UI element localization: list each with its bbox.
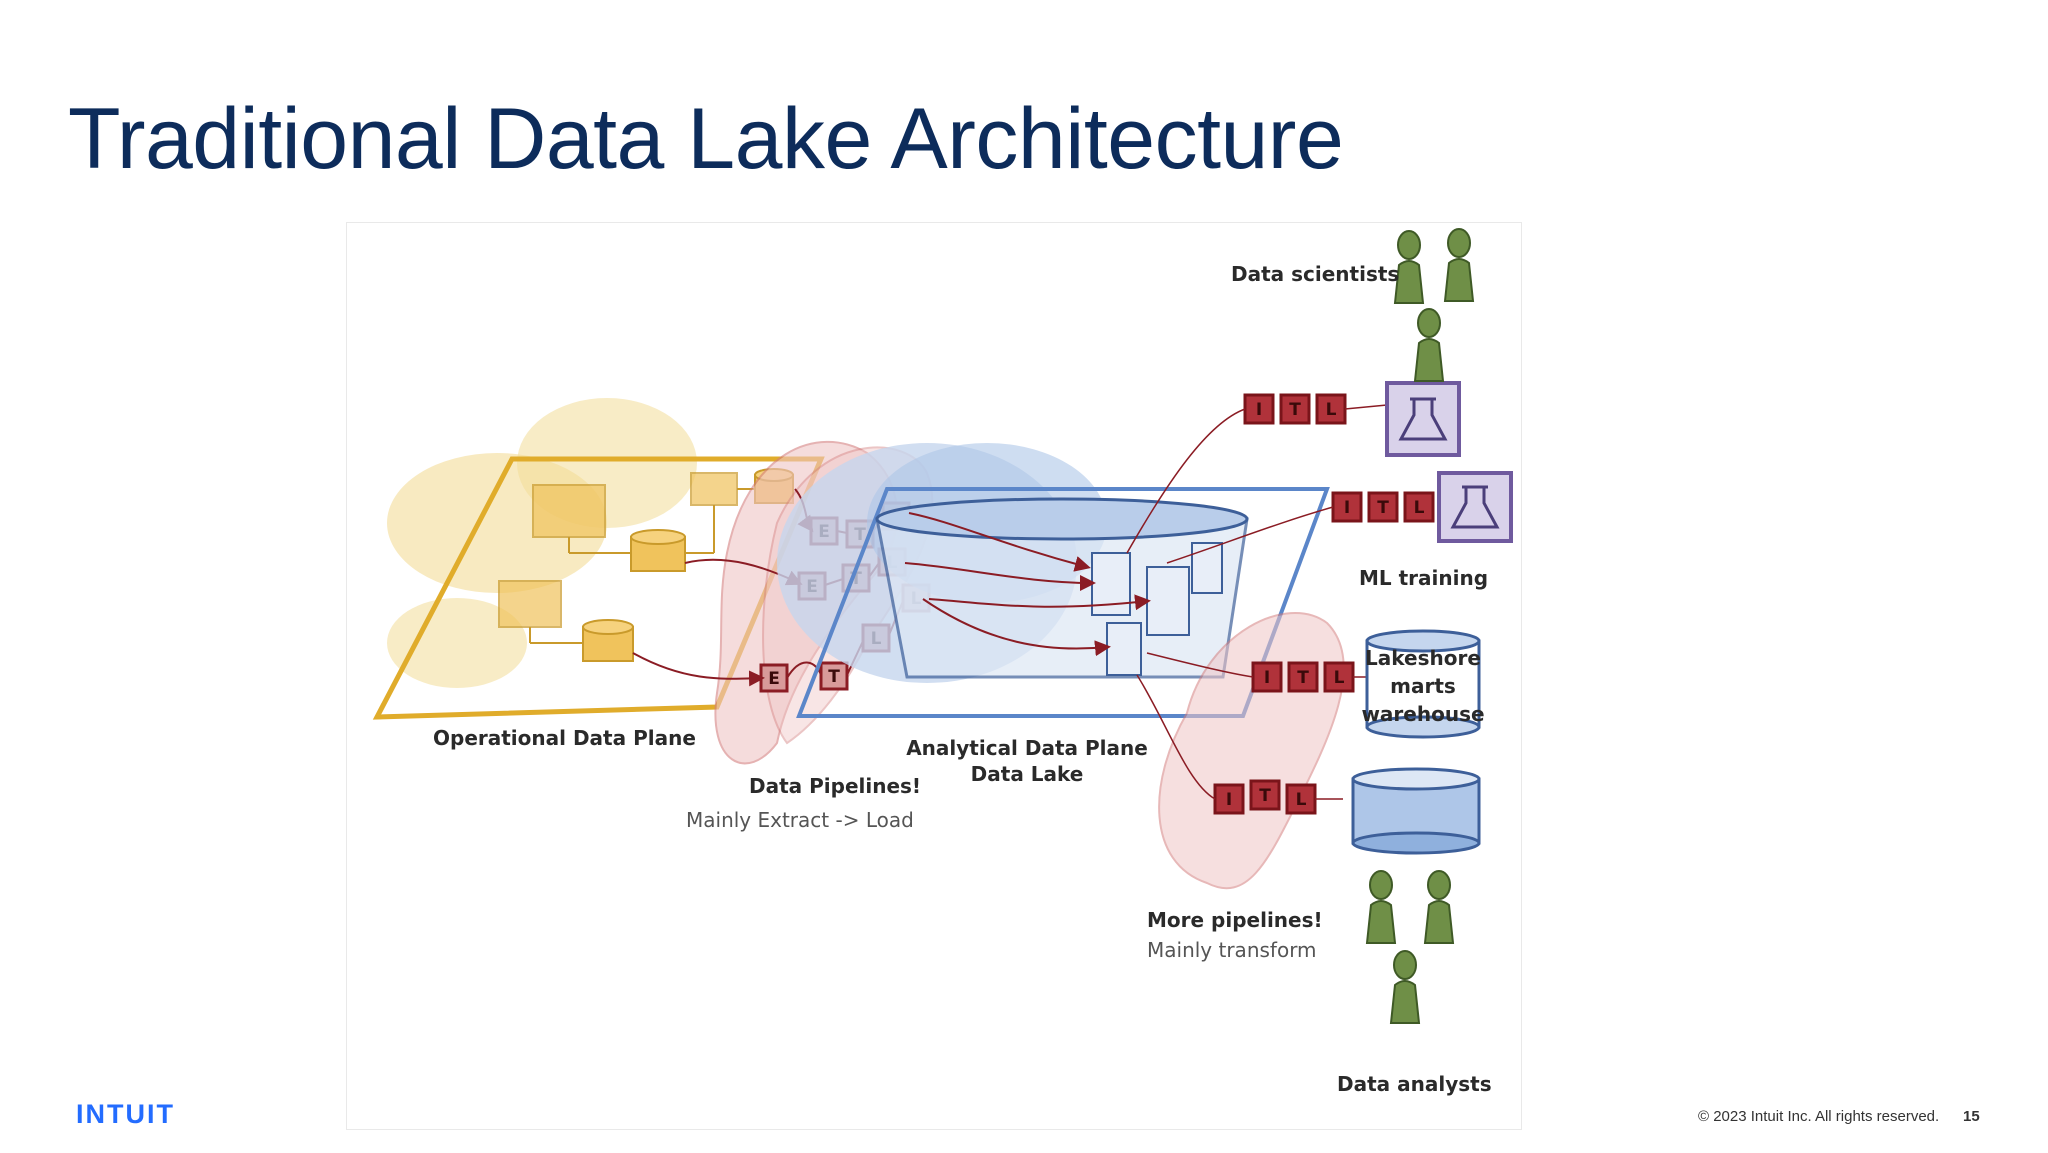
experiment-frame	[1437, 471, 1513, 543]
data-analysts-label: Data analysts	[1337, 1072, 1492, 1096]
itl-row-ds: I T L	[1243, 393, 1347, 425]
load-box	[1285, 783, 1317, 815]
itl-row-analysts: I T L	[1213, 779, 1317, 815]
intuit-logo: INTUIT	[76, 1099, 175, 1129]
transform-box	[1367, 491, 1399, 523]
flow-arrow	[1136, 674, 1216, 800]
transform-letter: T	[1259, 786, 1271, 806]
warehouse-label: warehouse	[1361, 702, 1484, 726]
ingest-letter: I	[1264, 668, 1270, 688]
data-file	[1106, 622, 1142, 676]
operational-plane-label: Operational Data Plane	[433, 726, 696, 750]
flow-arrow	[904, 562, 1096, 591]
ingest-box	[1251, 661, 1283, 693]
ml-experiment-box	[1437, 471, 1513, 543]
slide-title: Traditional Data Lake Architecture	[68, 91, 1344, 187]
pipelines-subtitle: Mainly Extract -> Load	[686, 808, 914, 832]
itl-row-lakeshore: I T L	[1251, 661, 1355, 693]
analytical-plane-label: Analytical Data Plane	[906, 736, 1148, 760]
data-analyst-figures	[1366, 870, 1454, 1024]
load-letter: L	[1326, 400, 1337, 420]
lakeshore-cylinder	[1365, 629, 1481, 739]
flow-arrow	[786, 661, 822, 679]
flow-arrow	[1344, 404, 1388, 410]
operational-plane	[372, 398, 825, 720]
data-file	[1191, 542, 1223, 594]
flow-arrow	[632, 652, 765, 687]
person-icon	[1414, 308, 1444, 382]
transform-box	[819, 661, 849, 691]
flow-arrow	[908, 512, 1091, 572]
load-letter: L	[1296, 790, 1307, 810]
database-cylinder	[582, 619, 634, 662]
flow-arrow	[928, 594, 1151, 611]
person-icon	[1424, 870, 1454, 944]
transform-letter: T	[1289, 400, 1301, 420]
load-letter: L	[1414, 498, 1425, 518]
pipelines-title: Data Pipelines!	[749, 774, 921, 798]
service-box	[532, 484, 606, 538]
flow-arrow	[1126, 408, 1246, 554]
load-letter: L	[1334, 668, 1345, 688]
person-icon	[1366, 870, 1396, 944]
more-pipelines-title: More pipelines!	[1147, 908, 1323, 932]
architecture-diagram: E T L E T L E T L L	[346, 222, 1522, 1130]
lakeshore-label: Lakeshore	[1365, 646, 1481, 670]
data-lake-label: Data Lake	[971, 762, 1084, 786]
flow-arrow	[922, 598, 1111, 657]
analysts-cylinder	[1351, 767, 1481, 855]
more-pipelines-cluster: I T L I T L I T L I T L	[1126, 393, 1435, 890]
transform-box	[1249, 779, 1281, 811]
transform-letter: T	[828, 667, 840, 687]
service-box	[690, 472, 738, 506]
experiment-frame	[1385, 381, 1461, 457]
transform-box	[1279, 393, 1311, 425]
analytical-plane	[777, 443, 1330, 718]
ingest-box	[1213, 783, 1245, 815]
page-number: 15	[1963, 1108, 1980, 1125]
ml-experiment-box	[1385, 381, 1461, 457]
extract-letter: E	[768, 669, 780, 689]
copyright-notice: © 2023 Intuit Inc. All rights reserved.	[1698, 1108, 1940, 1125]
database-cylinder	[630, 529, 686, 572]
service-box	[498, 580, 562, 628]
data-lake-rim	[875, 497, 1249, 541]
load-box	[1403, 491, 1435, 523]
ml-training-label: ML training	[1359, 566, 1488, 590]
person-icon	[1444, 228, 1474, 302]
transform-letter: T	[1297, 668, 1309, 688]
person-icon	[1390, 950, 1420, 1024]
ingest-letter: I	[1344, 498, 1350, 518]
flow-arrow	[1166, 506, 1334, 564]
ingest-letter: I	[1256, 400, 1262, 420]
data-scientist-figures	[1394, 228, 1474, 382]
ingest-box	[1243, 393, 1275, 425]
load-box	[1315, 393, 1347, 425]
operational-wash	[387, 598, 527, 688]
more-pipelines-subtitle: Mainly transform	[1147, 938, 1317, 962]
data-file	[1146, 566, 1190, 636]
marts-label: marts	[1390, 674, 1456, 698]
ingest-letter: I	[1226, 790, 1232, 810]
itl-row-ml: I T L	[1331, 491, 1435, 523]
data-scientists-label: Data scientists	[1231, 262, 1399, 286]
load-box	[1323, 661, 1355, 693]
transform-letter: T	[1377, 498, 1389, 518]
flow-arrow	[1146, 652, 1254, 678]
transform-box	[1287, 661, 1319, 693]
